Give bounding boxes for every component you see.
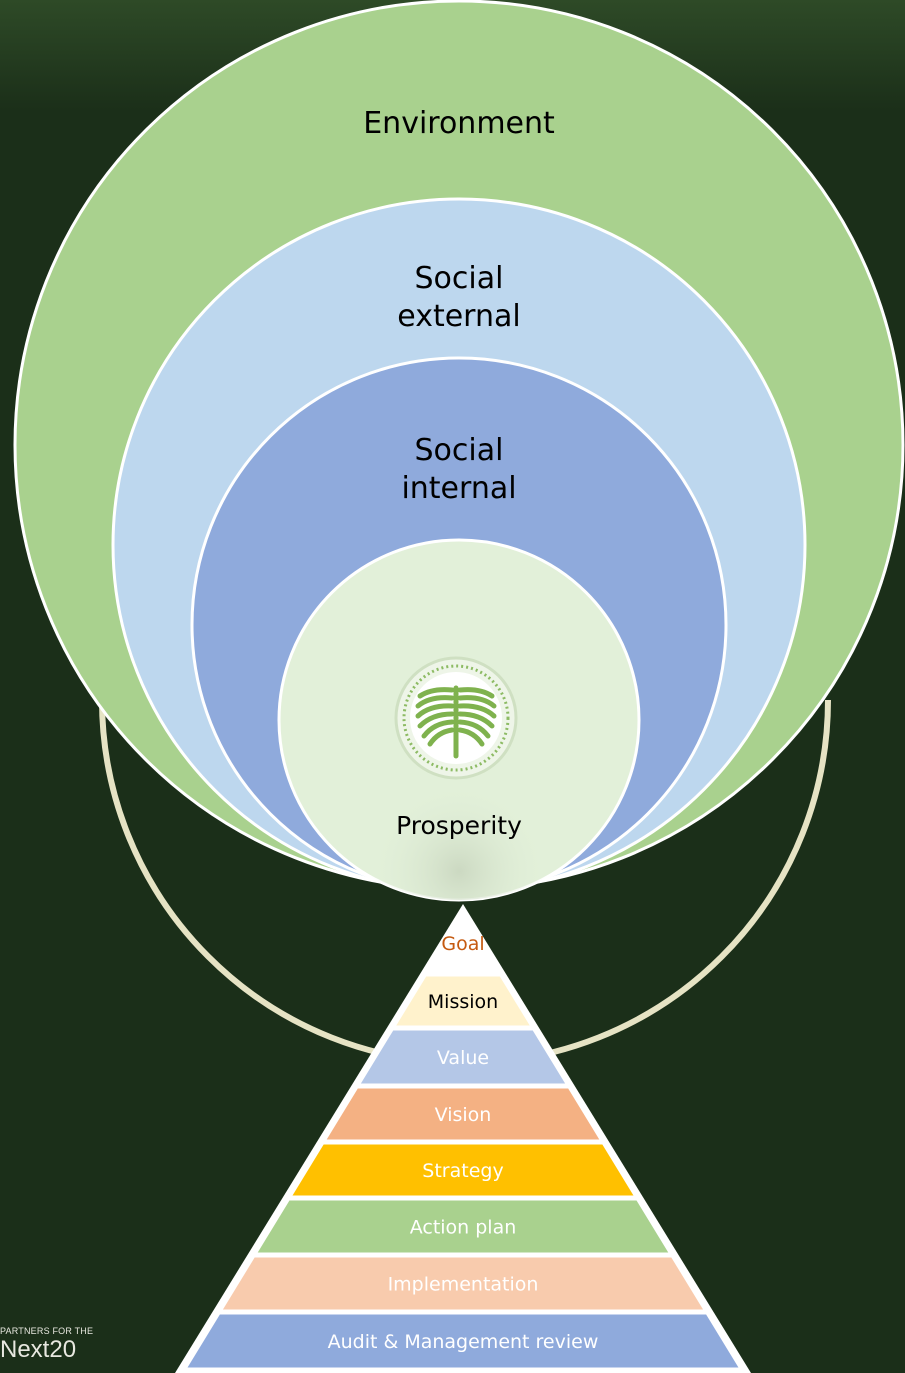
- social-external-label-line2: external: [397, 299, 520, 334]
- pyramid-level-label: Implementation: [388, 1274, 539, 1296]
- pyramid-level-band: [187, 1314, 739, 1368]
- social-external-label-line1: Social: [415, 261, 504, 296]
- social-internal-label-line2: internal: [401, 471, 516, 506]
- pyramid-level-band: [326, 1088, 600, 1140]
- next20-logo: PARTNERS FOR THE Next20: [0, 1322, 120, 1372]
- pyramid-level-band: [360, 1030, 566, 1084]
- social-internal-label-line1: Social: [415, 433, 504, 468]
- pyramid-level-band: [222, 1257, 704, 1310]
- pyramid-level-band: [257, 1200, 669, 1253]
- pyramid-level-band: [292, 1144, 634, 1196]
- pyramid-level-band: [396, 976, 530, 1026]
- pyramid-level-label: Goal: [441, 933, 484, 955]
- logo-top-text: PARTNERS FOR THE: [0, 1326, 94, 1336]
- pyramid-level-label: Value: [437, 1047, 489, 1069]
- palm-leaf-icon: [394, 656, 518, 780]
- pyramid-level-label: Vision: [435, 1104, 492, 1126]
- pyramid-level-label: Strategy: [422, 1160, 503, 1182]
- prosperity-label: Prosperity: [396, 811, 522, 840]
- pyramid-level-band: [429, 912, 497, 972]
- environment-label: Environment: [363, 106, 555, 141]
- pyramid-level-label: Action plan: [410, 1217, 517, 1239]
- logo-main-text: Next20: [0, 1336, 77, 1363]
- pyramid-level-label: Audit & Management review: [328, 1331, 599, 1353]
- pyramid-level-label: Mission: [428, 991, 498, 1013]
